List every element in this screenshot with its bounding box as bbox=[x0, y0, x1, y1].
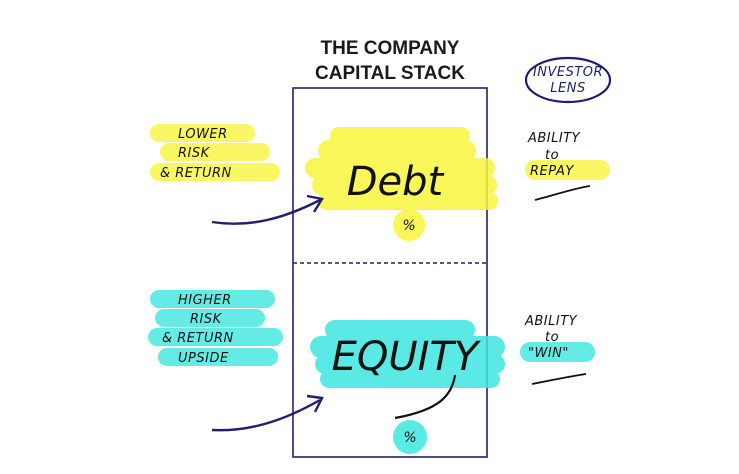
title-line-1: THE COMPANY bbox=[321, 38, 460, 59]
equity-tail-stroke bbox=[394, 374, 457, 420]
debt-label: Debt bbox=[347, 159, 445, 205]
debt-arrow-head bbox=[306, 194, 324, 213]
debt-percent: % bbox=[402, 218, 415, 234]
equity-left-note: HIGHER RISK & RETURN UPSIDE bbox=[148, 290, 283, 366]
badge-line-1: INVESTOR bbox=[533, 65, 603, 80]
investor-lens-badge: INVESTOR LENS bbox=[524, 56, 612, 104]
debt-left-line-3: & RETURN bbox=[160, 166, 232, 181]
equity-highlight bbox=[310, 320, 505, 454]
badge-circle bbox=[524, 56, 612, 104]
title-line-2: CAPITAL STACK bbox=[315, 63, 465, 84]
debt-right-line-2: to bbox=[545, 148, 559, 163]
equity-right-underline bbox=[531, 373, 587, 385]
debt-left-note: LOWER RISK & RETURN bbox=[150, 124, 280, 181]
equity-left-line-1: HIGHER bbox=[178, 293, 232, 308]
equity-right-line-3: "WIN" bbox=[528, 346, 569, 361]
debt-right-underline bbox=[534, 185, 591, 201]
equity-left-line-3: & RETURN bbox=[162, 331, 234, 346]
debt-left-line-2: RISK bbox=[178, 146, 211, 161]
debt-arrow bbox=[211, 198, 321, 225]
equity-percent: % bbox=[403, 430, 416, 446]
equity-arrow bbox=[211, 398, 321, 432]
badge-line-2: LENS bbox=[550, 81, 585, 96]
equity-arrow-head bbox=[306, 394, 324, 413]
equity-right-line-2: to bbox=[545, 330, 559, 345]
debt-right-line-3: REPAY bbox=[530, 164, 574, 179]
equity-right-line-1: ABILITY bbox=[524, 314, 578, 329]
equity-right-note: ABILITY to "WIN" bbox=[520, 314, 595, 385]
equity-left-line-4: UPSIDE bbox=[178, 351, 229, 366]
debt-right-line-1: ABILITY bbox=[527, 131, 581, 146]
debt-highlight bbox=[305, 127, 498, 241]
debt-left-line-1: LOWER bbox=[178, 127, 228, 142]
equity-label: EQUITY bbox=[332, 334, 482, 380]
debt-right-note: ABILITY to REPAY bbox=[525, 131, 610, 201]
stack-box bbox=[292, 87, 488, 458]
equity-left-line-2: RISK bbox=[190, 312, 223, 327]
